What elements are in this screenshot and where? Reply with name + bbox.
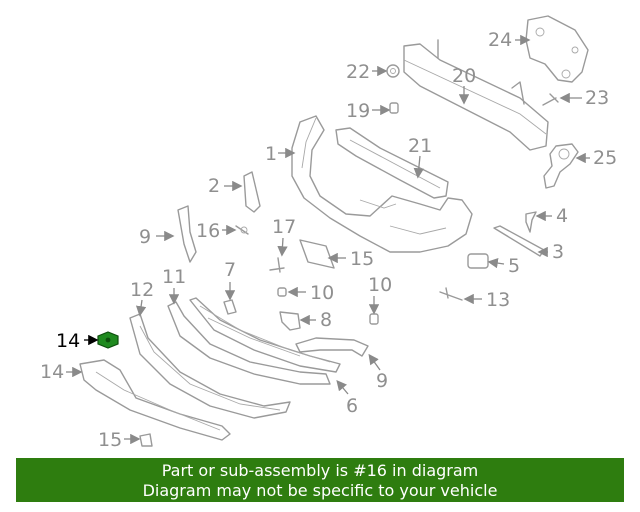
- callout-17: 15: [327, 248, 374, 270]
- svg-text:10: 10: [310, 282, 334, 304]
- part-26-bracket: [525, 15, 589, 83]
- callout-7: 7: [224, 259, 236, 301]
- svg-text:15: 15: [350, 248, 374, 270]
- part-2-bracket: [243, 171, 261, 213]
- svg-text:13: 13: [486, 289, 510, 311]
- callout-6: 6: [336, 380, 358, 417]
- svg-text:1: 1: [265, 143, 277, 165]
- banner-line-2: Diagram may not be specific to your vehi…: [142, 481, 498, 500]
- callout-1: 1: [265, 143, 296, 165]
- part-4-clip: [525, 211, 537, 233]
- part-11-grille: [167, 297, 341, 385]
- part-14-skid-plate: [79, 359, 231, 441]
- callout-8: 8: [299, 309, 332, 331]
- callout-22: 20: [452, 65, 476, 105]
- part-25-tow-eye: [543, 143, 579, 189]
- callout-9-upper: 9: [139, 226, 175, 248]
- svg-text:11: 11: [162, 266, 186, 288]
- callout-20: 21: [408, 135, 432, 179]
- svg-text:9: 9: [376, 370, 388, 392]
- part-9-upper-trim: [177, 205, 197, 263]
- part-15-clip: [139, 433, 153, 447]
- callout-16: 14: [56, 330, 99, 352]
- part-20-support: [335, 127, 449, 199]
- svg-text:21: 21: [408, 135, 432, 157]
- part-7-clip: [223, 299, 237, 315]
- svg-text:8: 8: [320, 309, 332, 331]
- callout-5: 5: [487, 255, 520, 277]
- part-17-license-bracket: [299, 239, 335, 269]
- callout-3: 3: [537, 241, 564, 263]
- svg-text:7: 7: [224, 259, 236, 281]
- part-22-impact-beam: [403, 39, 549, 151]
- svg-text:20: 20: [452, 65, 476, 87]
- svg-text:14: 14: [56, 330, 80, 352]
- callout-19: 17: [272, 216, 296, 257]
- part-1-bumper-cover: [291, 115, 473, 253]
- part-10-clip-left: [277, 287, 287, 297]
- svg-text:6: 6: [346, 395, 358, 417]
- part-19-plug: [269, 257, 285, 273]
- svg-text:19: 19: [346, 100, 370, 122]
- part-13-fastener: [439, 287, 463, 301]
- part-24-nut: [386, 64, 400, 78]
- callout-25: 25: [575, 147, 617, 169]
- callout-10-right: 10: [368, 274, 392, 315]
- svg-text:9: 9: [139, 226, 151, 248]
- callout-13: 13: [463, 289, 510, 311]
- callout-2: 2: [208, 175, 243, 197]
- svg-text:15: 15: [98, 429, 122, 451]
- part-8-bracket: [279, 311, 301, 331]
- part-23-bolt: [542, 93, 559, 106]
- svg-text:25: 25: [593, 147, 617, 169]
- part-3-strip: [493, 225, 545, 257]
- callout-12: 12: [130, 279, 154, 317]
- callout-4: 4: [535, 205, 568, 227]
- callout-15: 15: [98, 429, 141, 451]
- callout-11: 11: [162, 266, 186, 305]
- callout-10-left: 10: [287, 282, 334, 304]
- callout-9-lower: 9: [368, 353, 388, 392]
- svg-text:3: 3: [552, 241, 564, 263]
- callout-23: 23: [559, 87, 609, 109]
- svg-text:12: 12: [130, 279, 154, 301]
- svg-text:4: 4: [556, 205, 568, 227]
- svg-text:5: 5: [508, 255, 520, 277]
- svg-text:17: 17: [272, 216, 296, 238]
- svg-text:14: 14: [40, 361, 64, 383]
- part-9-lower-trim: [295, 337, 369, 357]
- part-16-highlighted: [97, 331, 119, 349]
- svg-text:22: 22: [346, 61, 370, 83]
- callout-26: 24: [488, 29, 531, 51]
- svg-text:24: 24: [488, 29, 512, 51]
- part-5-sensor: [467, 253, 489, 269]
- callout-18: 16: [196, 220, 237, 242]
- callout-14: 14: [40, 361, 83, 383]
- svg-text:2: 2: [208, 175, 220, 197]
- svg-text:23: 23: [585, 87, 609, 109]
- svg-text:10: 10: [368, 274, 392, 296]
- callout-24: 22: [346, 61, 388, 83]
- part-18-screw: [235, 225, 249, 235]
- banner-line-1: Part or sub-assembly is #16 in diagram: [161, 461, 479, 480]
- info-banner: Part or sub-assembly is #16 in diagram D…: [16, 458, 624, 502]
- part-21-clip: [389, 102, 399, 114]
- part-12-lower-lip: [129, 313, 291, 419]
- svg-text:16: 16: [196, 220, 220, 242]
- part-10-clip-right: [369, 313, 379, 325]
- callout-21: 19: [346, 100, 391, 122]
